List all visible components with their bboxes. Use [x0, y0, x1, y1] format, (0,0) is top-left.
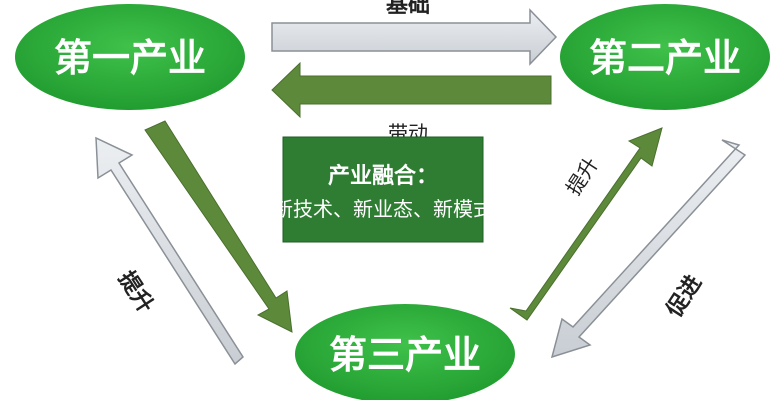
center-box-subtitle: 新技术、新业态、新模式	[273, 197, 493, 221]
node-secondary-label: 第二产业	[589, 36, 741, 80]
arrow-secondary-to-primary	[271, 61, 552, 119]
node-primary-ellipse	[15, 4, 245, 110]
arrow-label-primary-to-secondary: 基础	[386, 0, 430, 18]
arrow-label-secondary-to-tertiary: 促进	[662, 271, 707, 322]
center-box-title: 产业融合：	[328, 163, 438, 189]
node-tertiary-label: 第三产业	[329, 333, 481, 377]
arrow-tertiary-to-secondary	[509, 127, 663, 321]
arrow-tertiary-to-primary-shape	[95, 136, 244, 366]
center-box	[282, 136, 484, 243]
arrow-primary-to-secondary	[271, 8, 558, 66]
arrow-secondary-to-tertiary	[550, 139, 747, 359]
arrow-label-tertiary-to-primary: 提升	[113, 267, 159, 318]
node-primary-label: 第一产业	[54, 36, 206, 80]
node-tertiary-ellipse	[295, 304, 515, 400]
arrow-primary-to-tertiary	[144, 120, 293, 333]
node-secondary-ellipse	[560, 4, 770, 110]
arrow-label-tertiary-to-secondary: 提升	[561, 153, 603, 200]
